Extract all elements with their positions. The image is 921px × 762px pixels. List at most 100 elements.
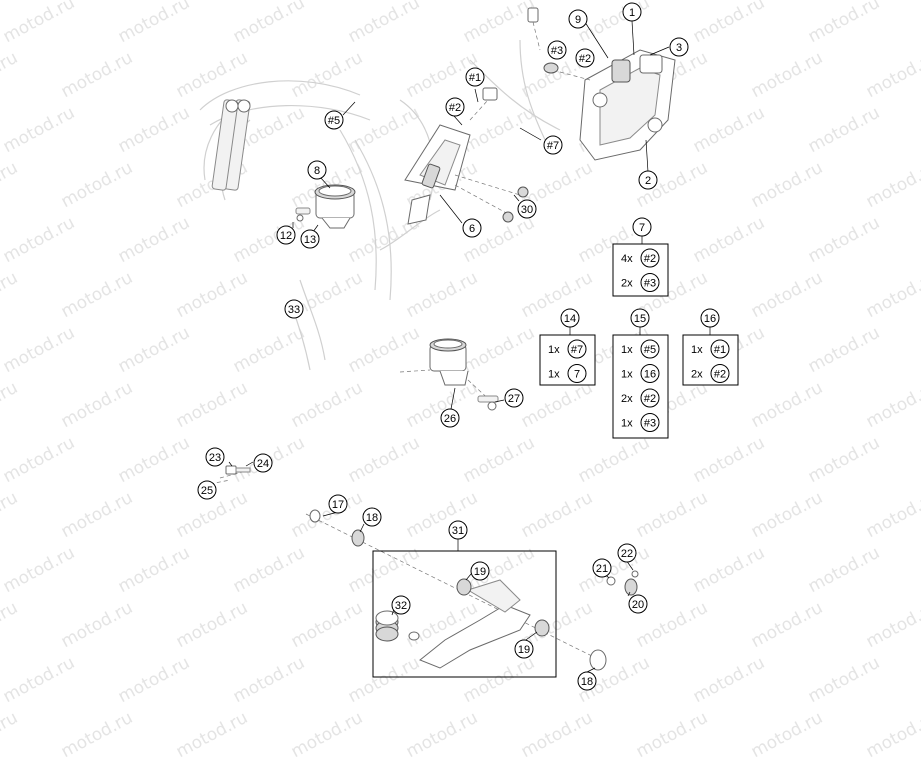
callout-circle — [391, 595, 411, 615]
callout-c14: 14 — [560, 308, 580, 328]
callout-number: 15 — [634, 313, 646, 325]
callout-number: #5 — [328, 115, 340, 127]
watermark-text: motod.ru — [517, 707, 597, 762]
callout-circle — [628, 594, 648, 614]
callout-circle — [462, 218, 482, 238]
callout-circle — [300, 229, 320, 249]
callout-c26: 26 — [440, 408, 460, 428]
brake-pedal-linkage — [404, 87, 529, 225]
kit-row-part-circle — [640, 248, 660, 268]
kit-row-part-circle — [640, 413, 660, 432]
callout-number: #1 — [469, 72, 481, 84]
kit-row-part: #5 — [644, 344, 656, 356]
kit-row-part-circle — [567, 339, 587, 359]
kit-row-part: 7 — [574, 369, 580, 381]
callout-circle — [276, 225, 296, 245]
callout-number: 3 — [676, 42, 682, 54]
callout-circle — [638, 170, 658, 190]
watermark-text: motod.ru — [402, 707, 482, 762]
callout-h5: #5 — [324, 110, 344, 130]
callout-number: 19 — [518, 644, 530, 656]
callout-circle — [470, 561, 490, 581]
exploded-parts-diagram: 1236789121314151617181819192021222324252… — [197, 2, 739, 691]
callout-circle — [362, 507, 382, 527]
callout-number: 30 — [521, 204, 533, 216]
callout-number: 32 — [395, 600, 407, 612]
callout-circle — [253, 453, 273, 473]
callout-circle — [543, 135, 563, 155]
pedal-spring — [375, 610, 399, 642]
brake-pedal-assembly — [305, 509, 639, 678]
callout-number: 33 — [288, 304, 300, 316]
callout-c7: 7 — [632, 217, 652, 237]
kit-row-qty: 1x — [548, 344, 560, 356]
callout-number: #2 — [579, 53, 591, 65]
callout-c33: 33 — [284, 299, 304, 319]
callout-number: 21 — [596, 563, 608, 575]
kit-row-qty: 2x — [621, 393, 633, 405]
callout-c27: 27 — [504, 388, 524, 408]
watermark-text: motod.ru — [632, 707, 712, 762]
kit-row-qty: 1x — [621, 369, 633, 381]
kit-box-16: 1x#12x#2 — [682, 327, 739, 386]
callout-c32: 32 — [391, 595, 411, 615]
callout-h1: #1 — [465, 67, 485, 87]
kit-box-7: 4x#22x#3 — [612, 236, 669, 297]
callout-number: 16 — [704, 313, 716, 325]
kit-row-part-circle — [710, 364, 730, 383]
callout-circle — [284, 299, 304, 319]
callout-c6: 6 — [462, 218, 482, 238]
callout-number: 23 — [209, 452, 221, 464]
callout-number: 31 — [452, 525, 464, 537]
callout-circle — [577, 671, 597, 691]
brake-fluid-reservoir — [295, 184, 356, 229]
callout-number: 19 — [474, 566, 486, 578]
callout-circle — [517, 199, 537, 219]
callout-number: 18 — [581, 676, 593, 688]
callout-circle — [622, 2, 642, 22]
callout-number: 24 — [257, 458, 269, 470]
callout-c2: 2 — [638, 170, 658, 190]
callout-circle — [465, 67, 485, 87]
callout-circle — [504, 388, 524, 408]
kit-row-part: 16 — [644, 369, 656, 381]
callout-circle — [617, 543, 637, 563]
kit-row-qty: 1x — [691, 344, 703, 356]
callout-c16: 16 — [700, 308, 720, 328]
kit-row-part: #2 — [644, 393, 656, 405]
callout-c3: 3 — [669, 37, 689, 57]
kit-row-qty: 4x — [621, 253, 633, 265]
callout-circle — [669, 37, 689, 57]
kit-row-part: #1 — [714, 344, 726, 356]
callout-number: #2 — [449, 102, 461, 114]
callout-number: 14 — [564, 313, 576, 325]
callout-number: 1 — [629, 7, 635, 19]
master-cylinder — [399, 338, 499, 411]
callout-number: 9 — [575, 14, 581, 26]
callout-h2a: #2 — [445, 97, 465, 117]
kit-frame — [612, 243, 669, 297]
callout-number: 27 — [508, 393, 520, 405]
watermark-text: motod.ru — [287, 707, 367, 762]
kit-row-qty: 1x — [548, 369, 560, 381]
callout-number: 2 — [645, 175, 651, 187]
callout-c17: 17 — [328, 494, 348, 514]
callout-number: 8 — [314, 165, 320, 177]
callout-c19a: 19 — [470, 561, 490, 581]
callout-c21: 21 — [592, 558, 612, 578]
kit-row-part: #7 — [571, 344, 583, 356]
callout-c22: 22 — [617, 543, 637, 563]
callout-number: 26 — [444, 413, 456, 425]
callout-h2b: #2 — [575, 48, 595, 68]
callout-number: 25 — [201, 485, 213, 497]
kit-row-part: #2 — [644, 253, 656, 265]
kit-frame — [682, 334, 739, 386]
callout-number: #3 — [551, 45, 563, 57]
kit-row-part: #3 — [644, 418, 656, 430]
callout-circle — [197, 480, 217, 500]
callout-circle — [307, 160, 327, 180]
callout-circle — [440, 408, 460, 428]
